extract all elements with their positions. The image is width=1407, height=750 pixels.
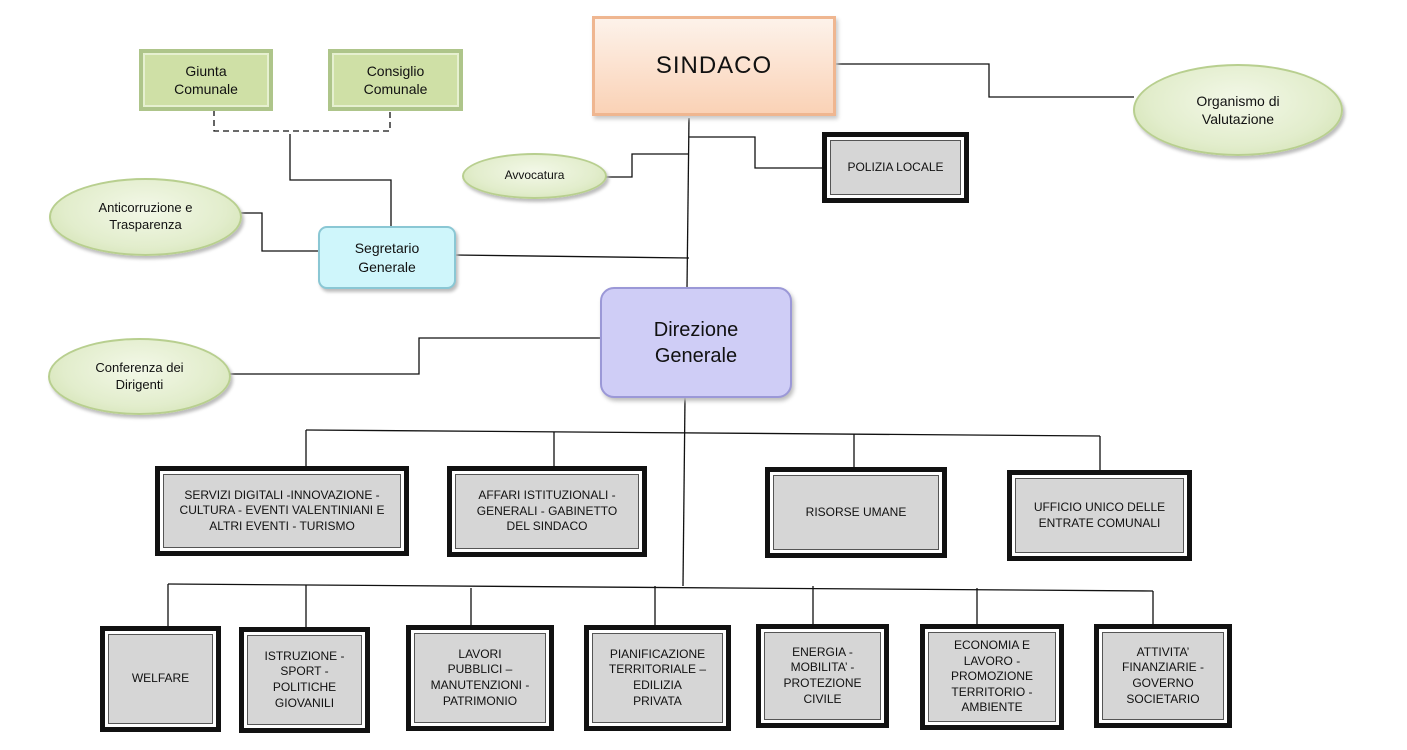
row1-bus	[305, 429, 1101, 437]
direzione-generale-label: Direzione Generale	[653, 318, 739, 367]
dept-label: ECONOMIA E LAVORO - PROMOZIONE TERRITORI…	[950, 638, 1033, 715]
dept-label: RISORSE UMANE	[805, 504, 907, 519]
dept-label: SERVIZI DIGITALI -INNOVAZIONE - CULTURA …	[179, 487, 385, 533]
consiglio-comunale-box: Consiglio Comunale	[328, 49, 463, 111]
organismo-valutazione-label: Organismo di Valutazione	[1196, 92, 1280, 127]
dept-label: WELFARE	[131, 671, 190, 686]
dept-label: ENERGIA - MOBILITA’ - PROTEZIONE CIVILE	[783, 644, 862, 706]
anticorruzione-label: Anticorruzione e Trasparenza	[98, 200, 193, 232]
segretario-generale-label: Segretario Generale	[354, 240, 420, 275]
link-sindaco-direzione	[686, 117, 690, 289]
polizia-locale-box: POLIZIA LOCALE	[822, 132, 969, 203]
link-sindaco-organismo	[836, 63, 1134, 98]
avvocatura-ellipse: Avvocatura	[462, 153, 607, 199]
dept-label: PIANIFICAZIONE TERRITORIALE – EDILIZIA P…	[608, 646, 707, 708]
polizia-locale-label: POLIZIA LOCALE	[847, 159, 944, 174]
sindaco-label: SINDACO	[655, 52, 773, 80]
link-polizia	[689, 136, 823, 169]
dept-label: ATTIVITA’ FINANZIARIE - GOVERNO SOCIETAR…	[1121, 644, 1204, 706]
sindaco-box: SINDACO	[592, 16, 836, 116]
dept-economia: ECONOMIA E LAVORO - PROMOZIONE TERRITORI…	[920, 624, 1064, 730]
row2-bus	[167, 583, 1154, 592]
conferenza-dirigenti-label: Conferenza dei Dirigenti	[95, 359, 184, 392]
dept-istruzione: ISTRUZIONE - SPORT - POLITICHE GIOVANILI	[239, 627, 370, 733]
dept-welfare: WELFARE	[100, 626, 221, 732]
conferenza-dirigenti-ellipse: Conferenza dei Dirigenti	[48, 338, 231, 415]
dashed-link-giunta-consiglio	[213, 110, 391, 132]
dept-label: LAVORI PUBBLICI – MANUTENZIONI - PATRIMO…	[430, 646, 530, 708]
dept-label: AFFARI ISTITUZIONALI - GENERALI - GABINE…	[476, 488, 618, 534]
dept-lavori-pubblici: LAVORI PUBBLICI – MANUTENZIONI - PATRIMO…	[406, 625, 554, 731]
dept-ufficio-entrate: UFFICIO UNICO DELLE ENTRATE COMUNALI	[1007, 470, 1192, 561]
dept-attivita-finanziarie: ATTIVITA’ FINANZIARIE - GOVERNO SOCIETAR…	[1094, 624, 1232, 728]
organismo-valutazione-ellipse: Organismo di Valutazione	[1133, 64, 1343, 156]
dept-label: UFFICIO UNICO DELLE ENTRATE COMUNALI	[1033, 499, 1166, 530]
link-segretario-spine	[454, 254, 690, 259]
dept-label: ISTRUZIONE - SPORT - POLITICHE GIOVANILI	[264, 648, 345, 710]
link-anticorruzione	[240, 212, 319, 252]
dept-pianificazione: PIANIFICAZIONE TERRITORIALE – EDILIZIA P…	[584, 625, 731, 731]
link-avvocatura	[605, 153, 689, 178]
link-councils-segretario	[289, 134, 392, 226]
giunta-comunale-label: Giunta Comunale	[174, 62, 238, 97]
link-direzione-down	[682, 397, 686, 587]
direzione-generale-box: Direzione Generale	[600, 287, 792, 398]
link-conferenza	[230, 337, 600, 375]
dept-servizi-digitali: SERVIZI DIGITALI -INNOVAZIONE - CULTURA …	[155, 466, 409, 556]
segretario-generale-box: Segretario Generale	[318, 226, 456, 289]
dept-risorse-umane: RISORSE UMANE	[765, 467, 947, 558]
dept-affari-istituzionali: AFFARI ISTITUZIONALI - GENERALI - GABINE…	[447, 466, 647, 557]
anticorruzione-ellipse: Anticorruzione e Trasparenza	[49, 178, 242, 256]
consiglio-comunale-label: Consiglio Comunale	[363, 62, 428, 97]
dept-energia: ENERGIA - MOBILITA’ - PROTEZIONE CIVILE	[756, 624, 889, 728]
giunta-comunale-box: Giunta Comunale	[139, 49, 273, 111]
avvocatura-label: Avvocatura	[504, 168, 565, 183]
